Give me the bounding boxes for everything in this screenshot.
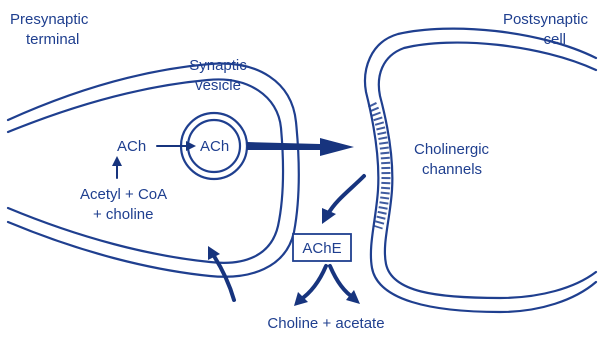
postsynaptic-label-line2: cell bbox=[543, 31, 566, 48]
products-label: Choline + acetate bbox=[267, 315, 384, 332]
ach-vesicle-label: ACh bbox=[200, 138, 229, 155]
vesicle-label-line2: vesicle bbox=[195, 77, 241, 94]
ach-cytoplasm-label: ACh bbox=[117, 138, 146, 155]
synthesis-arrow bbox=[112, 156, 122, 178]
ache-split-arrows bbox=[294, 266, 360, 306]
ache-label: AChE bbox=[302, 240, 341, 257]
precursors-label-line1: Acetyl + CoA bbox=[80, 186, 167, 203]
presynaptic-membrane bbox=[8, 64, 299, 277]
channels-label-line1: Cholinergic bbox=[414, 141, 490, 158]
ach-release-arrow bbox=[247, 138, 354, 156]
ache-enzyme: AChE bbox=[293, 234, 351, 261]
precursors-label-line2: + choline bbox=[93, 206, 153, 223]
choline-reuptake-arrow bbox=[208, 246, 234, 300]
presynaptic-label-line2: terminal bbox=[26, 31, 79, 48]
presynaptic-label-line1: Presynaptic bbox=[10, 11, 89, 28]
vesicle-label-line1: Synaptic bbox=[189, 57, 247, 74]
ach-transport-arrow bbox=[157, 141, 196, 151]
postsynaptic-label-line1: Postsynaptic bbox=[503, 11, 589, 28]
channels-label-line2: channels bbox=[422, 161, 482, 178]
ach-to-ache-arrow bbox=[322, 176, 364, 224]
